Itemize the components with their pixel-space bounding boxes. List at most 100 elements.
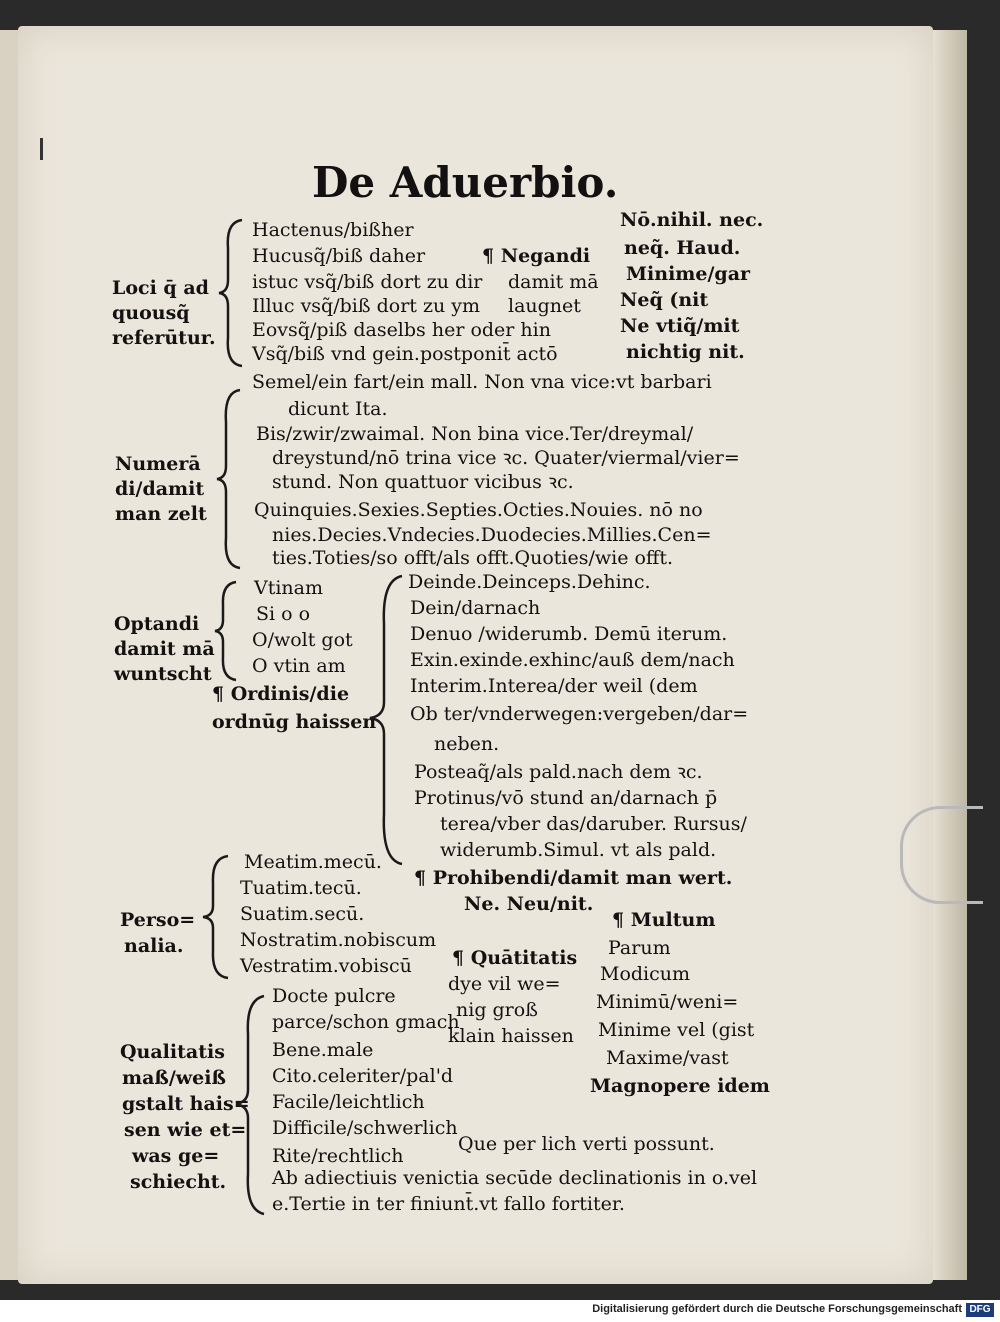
optandi-line-2: Si o o (256, 603, 311, 625)
optandi-brace (214, 580, 237, 682)
personalia-label-1: Perso= (120, 909, 196, 931)
optandi-label-1: Optandi (114, 613, 200, 635)
quantitatis-word-4: Minimū/weni= (596, 991, 739, 1013)
negandi-word-5: Ne vtiq̃/mit (620, 315, 740, 337)
personalia-line-1: Meatim.mecū. (244, 851, 382, 873)
personalia-line-4: Nostratim.nobiscum (240, 929, 437, 951)
numerandi-line-6: Quinquies.Sexies.Septies.Octies.Nouies. … (254, 499, 703, 521)
facing-page-edge (0, 30, 22, 1280)
qualitatis-brace (235, 994, 265, 1216)
qualitatis-line-6: Difficile/schwerlich (272, 1117, 458, 1139)
loci-label-1: Loci q̄ ad (112, 277, 209, 299)
quantitatis-word-5: Minime vel (gist (598, 1019, 755, 1041)
ordinis-label-1: ¶ Ordinis/die (212, 683, 350, 705)
optandi-line-1: Vtinam (254, 577, 324, 599)
ordinis-line-7: neben. (434, 733, 500, 755)
numerandi-brace (216, 388, 241, 570)
qualitatis-line-3: Bene.male (272, 1039, 374, 1061)
quantitatis-word-2: Parum (608, 937, 671, 959)
prohibendi-line-1: ¶ Prohibendi/damit man wert. (414, 867, 733, 889)
quantitatis-word-7: Magnopere idem (590, 1075, 770, 1097)
negandi-word-1: Nō.nihil. nec. (620, 209, 764, 231)
negandi-label-1: ¶ Negandi (482, 245, 591, 267)
numerandi-line-7: nies.Decies.Vndecies.Duodecies.Millies.C… (272, 524, 712, 546)
negandi-word-2: neq̃. Haud. (624, 237, 741, 259)
personalia-brace (202, 854, 229, 980)
numerandi-line-8: ties.Toties/so offt/als offt.Quoties/wie… (272, 547, 674, 569)
qualitatis-line-1: Docte pulcre (272, 985, 396, 1007)
footer-bar: Digitalisierung gefördert durch die Deut… (0, 1300, 1000, 1322)
negandi-word-4: Neq̃ (nit (620, 289, 709, 311)
personalia-label-2: nalia. (124, 935, 184, 957)
qualitatis-line-7: Rite/rechtlich (272, 1145, 404, 1167)
footer-credit: Digitalisierung gefördert durch die Deut… (592, 1303, 962, 1315)
quantitatis-word-1: ¶ Multum (612, 909, 716, 931)
loci-line-2: Hucusq̃/biß daher (252, 245, 426, 267)
numerandi-line-2: dicunt Ita. (288, 398, 388, 420)
page-clip (900, 806, 983, 904)
quantitatis-label-3: nig groß (456, 999, 538, 1021)
ordinis-line-8: Posteaq̃/als pald.nach dem ꝛc. (414, 761, 703, 783)
numerandi-label-2: di/damit (115, 478, 205, 500)
loci-brace (218, 218, 243, 368)
quantitatis-label-2: dye vil we= (448, 973, 561, 995)
numerandi-line-5: stund. Non quattuor vicibus ꝛc. (272, 471, 574, 493)
quantitatis-label-1: ¶ Quātitatis (452, 947, 578, 969)
quantitatis-word-6: Maxime/vast (606, 1047, 729, 1069)
loci-line-1: Hactenus/bißher (252, 219, 414, 241)
qualitatis-closing-1: Que per lich verti possunt. (458, 1133, 715, 1155)
loci-line-5: Eovsq̃/piß daselbs her oder hin (252, 319, 551, 341)
qualitatis-label-3: gstalt hais= (122, 1093, 250, 1115)
ordinis-brace (369, 574, 403, 866)
ordinis-line-5: Interim.Interea/der weil (dem (410, 675, 698, 697)
personalia-line-2: Tuatim.tecū. (240, 877, 362, 899)
ordinis-line-11: widerumb.Simul. vt als pald. (440, 839, 717, 861)
ordinis-line-9: Protinus/vō stund an/darnach p̄ (414, 787, 718, 809)
quantitatis-label-4: klain haissen (448, 1025, 574, 1047)
qualitatis-label-2: maß/weiß (122, 1067, 226, 1089)
dfg-logo: DFG (966, 1303, 994, 1317)
page-title: De Aduerbio. (312, 158, 619, 207)
quantitatis-word-3: Modicum (600, 963, 691, 985)
qualitatis-closing-2: Ab adiectiuis venictia secūde declinatio… (272, 1167, 758, 1189)
numerandi-line-4: dreystund/nō trina vice ꝛc. Quater/vierm… (272, 447, 740, 469)
qualitatis-line-5: Facile/leichtlich (272, 1091, 425, 1113)
loci-line-3: istuc vsq̃/biß dort zu dir (252, 271, 483, 293)
negandi-label-3: laugnet (508, 295, 581, 317)
negandi-word-3: Minime/gar (626, 263, 751, 285)
ordinis-line-1: Deinde.Deinceps.Dehinc. (408, 571, 651, 593)
ordinis-line-4: Exin.exinde.exhinc/auß dem/nach (410, 649, 735, 671)
qualitatis-label-6: schiecht. (130, 1171, 227, 1193)
ordinis-line-6: Ob ter/vnderwegen:vergeben/dar= (410, 703, 749, 725)
qualitatis-label-5: was ge= (132, 1145, 220, 1167)
book-page (18, 26, 933, 1284)
optandi-label-3: wuntscht (114, 663, 212, 685)
loci-line-6: Vsq̃/biß vnd gein.postponit̄ actō (252, 343, 558, 365)
ordinis-line-10: terea/vber das/daruber. Rursus/ (440, 813, 747, 835)
numerandi-label-1: Numerā (115, 453, 201, 475)
ordinis-label-2: ordnūg haissen (212, 711, 377, 733)
ordinis-line-2: Dein/darnach (410, 597, 541, 619)
margin-mark (40, 138, 43, 160)
optandi-line-4: O vtin am (252, 655, 346, 677)
prohibendi-line-2: Ne. Neu/nit. (464, 893, 594, 915)
optandi-label-2: damit mā (114, 638, 215, 660)
qualitatis-line-4: Cito.celeriter/pal'd (272, 1065, 454, 1087)
loci-label-2: quousq̃ (112, 302, 190, 324)
numerandi-label-3: man zelt (115, 503, 207, 525)
ordinis-line-3: Denuo /widerumb. Demū iterum. (410, 623, 728, 645)
numerandi-line-1: Semel/ein fart/ein mall. Non vna vice:vt… (252, 371, 712, 393)
personalia-line-3: Suatim.secū. (240, 903, 365, 925)
negandi-label-2: damit mā (508, 271, 599, 293)
numerandi-line-3: Bis/zwir/zwaimal. Non bina vice.Ter/drey… (256, 423, 694, 445)
optandi-line-3: O/wolt got (252, 629, 353, 651)
loci-line-4: Illuc vsq̃/biß dort zu ym (252, 295, 480, 317)
negandi-word-6: nichtig nit. (626, 341, 745, 363)
qualitatis-line-2: parce/schon gmach (272, 1011, 460, 1033)
personalia-line-5: Vestratim.vobiscū (240, 955, 412, 977)
qualitatis-closing-3: e.Tertie in ter finiunt̄.vt fallo fortit… (272, 1193, 625, 1215)
loci-label-3: referūtur. (112, 327, 216, 349)
qualitatis-label-4: sen wie et= (124, 1119, 247, 1141)
qualitatis-label-1: Qualitatis (120, 1041, 225, 1063)
